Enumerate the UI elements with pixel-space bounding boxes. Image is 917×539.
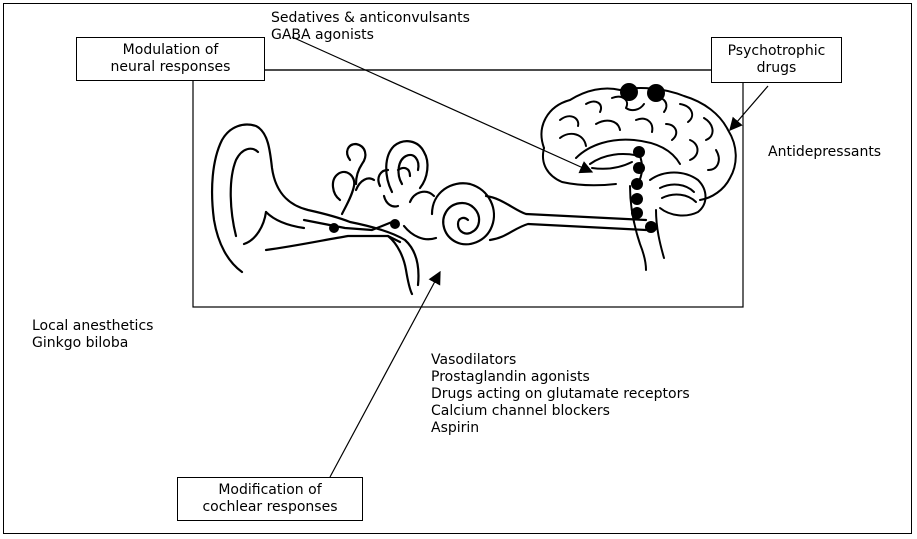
ginkgo-label: Ginkgo biloba — [32, 335, 153, 352]
gaba-label: GABA agonists — [271, 27, 470, 44]
local-label-group: Local anesthetics Ginkgo biloba — [32, 318, 153, 352]
antidepressants-label: Antidepressants — [768, 144, 881, 161]
neural-responses-box: Modulation of neural responses — [76, 37, 265, 81]
site-of-action-dot — [631, 178, 643, 190]
glutamate-label: Drugs acting on glutamate receptors — [431, 386, 690, 403]
site-of-action-dot — [390, 219, 400, 229]
vasodilators-label: Vasodilators — [431, 352, 690, 369]
site-of-action-dot — [645, 221, 657, 233]
cochlear-responses-label: Modification of cochlear responses — [202, 482, 337, 516]
local-anesthetics-label: Local anesthetics — [32, 318, 153, 335]
aspirin-label: Aspirin — [431, 420, 690, 437]
site-of-action-dot — [329, 223, 339, 233]
psychotropic-drugs-box: Psychotrophic drugs — [711, 37, 842, 83]
site-of-action-dot — [631, 207, 643, 219]
sedatives-label-group: Sedatives & anticonvulsants GABA agonist… — [271, 10, 470, 44]
site-of-action-dots — [329, 83, 665, 233]
calcium-blockers-label: Calcium channel blockers — [431, 403, 690, 420]
sedatives-arrow — [292, 37, 592, 172]
site-of-action-dot — [633, 146, 645, 158]
neural-responses-label: Modulation of neural responses — [111, 42, 231, 76]
sedatives-label: Sedatives & anticonvulsants — [271, 10, 470, 27]
ear-illustration — [212, 125, 646, 294]
cochlear-arrow — [330, 272, 440, 477]
cochlear-drugs-group: Vasodilators Prostaglandin agonists Drug… — [431, 352, 690, 437]
prostaglandin-label: Prostaglandin agonists — [431, 369, 690, 386]
psychotropic-drugs-label: Psychotrophic drugs — [728, 43, 826, 77]
site-of-action-dot — [620, 83, 638, 101]
site-of-action-dot — [647, 84, 665, 102]
cochlear-responses-box: Modification of cochlear responses — [177, 477, 363, 521]
site-of-action-dot — [631, 193, 643, 205]
site-of-action-dot — [633, 162, 645, 174]
antidepressants-arrow — [730, 86, 768, 130]
